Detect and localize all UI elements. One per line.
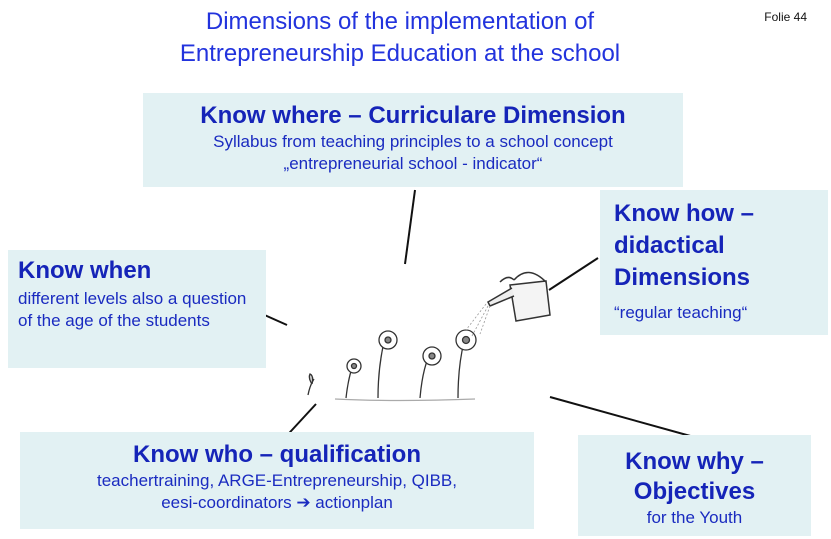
slide-number: Folie 44 (764, 10, 807, 24)
know-where-box: Know where – Curriculare Dimension Sylla… (143, 93, 683, 187)
know-when-text: different levels also a question of the … (18, 289, 247, 330)
know-when-heading: Know when (18, 257, 152, 284)
know-why-heading-line-2: Objectives (633, 478, 756, 505)
know-how-text: “regular teaching“ (614, 303, 748, 322)
know-how-box: Know how – didactical Dimensions “regula… (600, 190, 828, 335)
flowers-icon (307, 329, 477, 402)
know-where-text-line-1: Syllabus from teaching principles to a s… (213, 132, 613, 151)
know-who-text-line-2: eesi-coordinators ➔ actionplan (161, 493, 393, 512)
know-where-text-line-2: „entrepreneurial school - indicator“ (283, 154, 543, 173)
know-who-text-line-1: teachertraining, ARGE-Entrepreneurship, … (96, 471, 457, 490)
slide-title-line-2: Entrepreneurship Education at the school (179, 40, 621, 67)
know-who-heading: Know who – qualification (133, 441, 421, 468)
know-who-box: Know who – qualification teachertraining… (20, 432, 534, 529)
slide-title: Dimensions of the implementation of Entr… (120, 6, 680, 70)
know-how-heading-line-1: Know how – (614, 200, 754, 227)
connector-why (549, 396, 695, 438)
know-how-heading-line-2: didactical (614, 232, 725, 259)
know-why-text: for the Youth (646, 508, 743, 527)
know-how-heading: Know how – didactical Dimensions (614, 198, 828, 294)
know-where-heading: Know where – Curriculare Dimension (200, 102, 626, 129)
slide-title-line-1: Dimensions of the implementation of (205, 8, 595, 35)
know-when-box: Know when different levels also a questi… (8, 250, 266, 368)
know-why-heading-line-1: Know why – (625, 448, 764, 475)
know-how-heading-line-3: Dimensions (614, 264, 751, 291)
know-why-heading: Know why – Objectives (578, 447, 811, 507)
know-why-box: Know why – Objectives for the Youth (578, 435, 811, 536)
connector-where (404, 189, 416, 265)
connector-how (548, 257, 599, 291)
watering-can-icon (465, 271, 551, 337)
